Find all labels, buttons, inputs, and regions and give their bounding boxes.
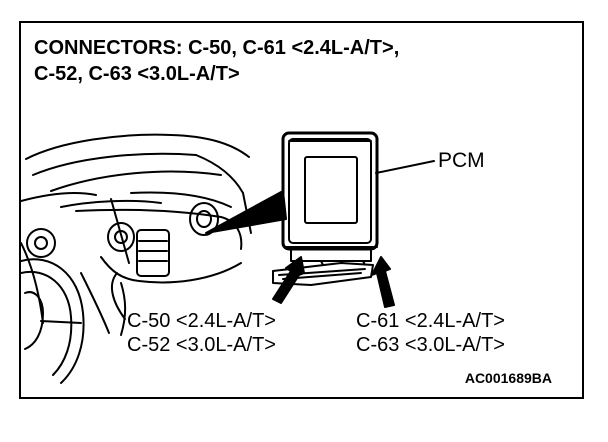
pcm-unit <box>272 131 379 286</box>
diagram-frame: CONNECTORS: C-50, C-61 <2.4L-A/T>, C-52,… <box>19 21 584 399</box>
connector-label-c52: C-52 <3.0L-A/T> <box>127 334 276 356</box>
figure-code: AC001689BA <box>464 370 552 386</box>
left-connector-labels: C-50 <2.4L-A/T> C-52 <3.0L-A/T> <box>127 309 276 357</box>
right-connector-arrow <box>371 256 395 308</box>
left-connector-arrow <box>272 256 305 304</box>
center-console <box>136 229 170 277</box>
diagram-title: CONNECTORS: C-50, C-61 <2.4L-A/T>, C-52,… <box>34 35 399 87</box>
right-connector-labels: C-61 <2.4L-A/T> C-63 <3.0L-A/T> <box>356 309 505 357</box>
dashboard-illustration <box>21 131 435 384</box>
connector-label-c63: C-63 <3.0L-A/T> <box>356 334 505 356</box>
title-line-1: CONNECTORS: C-50, C-61 <2.4L-A/T>, <box>34 37 400 59</box>
dashboard-outline <box>21 133 252 336</box>
connector-arrows <box>272 256 395 308</box>
left-connector-leader <box>110 272 126 320</box>
pcm-leader-line <box>375 160 435 174</box>
steering-wheel <box>21 258 85 384</box>
view-cone <box>205 190 287 234</box>
title-line-2: C-52, C-63 <3.0L-A/T> <box>34 63 240 85</box>
connector-label-c61: C-61 <2.4L-A/T> <box>356 310 505 332</box>
connector-label-c50: C-50 <2.4L-A/T> <box>127 310 276 332</box>
pcm-label: PCM <box>438 149 485 172</box>
dash-vents <box>26 202 219 258</box>
